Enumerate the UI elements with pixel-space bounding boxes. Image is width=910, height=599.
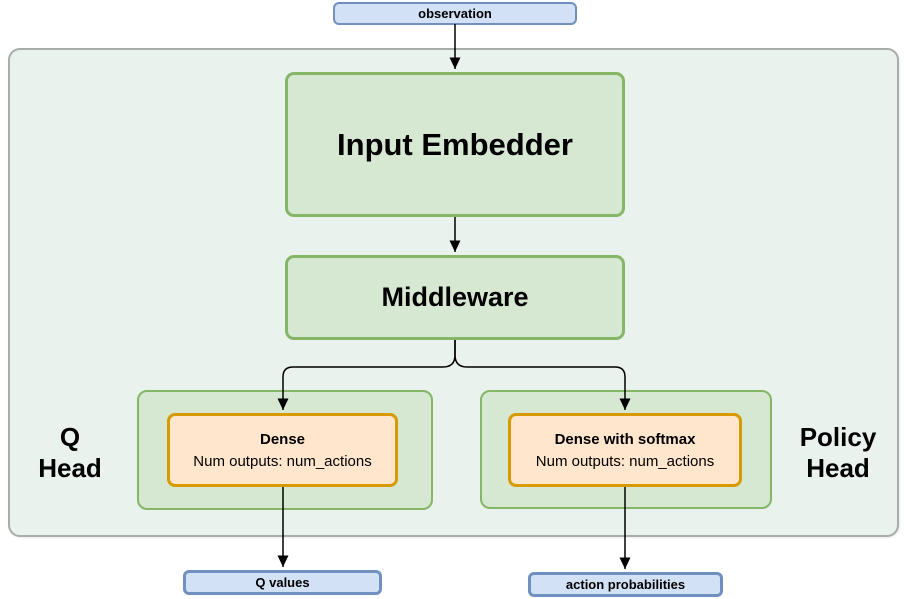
- node-policy-dense: Dense with softmax Num outputs: num_acti…: [508, 413, 742, 487]
- policy-head-label-line2: Head: [806, 453, 870, 483]
- policy-head-label: Policy Head: [778, 422, 898, 484]
- policy-dense-title: Dense with softmax: [554, 430, 696, 448]
- q-head-label-line1: Q: [59, 422, 81, 452]
- q-head-label-line2: Head: [38, 453, 102, 483]
- node-input-embedder: Input Embedder: [285, 72, 625, 217]
- node-q-dense: Dense Num outputs: num_actions: [167, 413, 398, 487]
- node-observation: observation: [333, 2, 577, 25]
- policy-head-label-line1: Policy: [799, 422, 877, 452]
- policy-dense-subtitle: Num outputs: num_actions: [535, 452, 715, 470]
- q-head-label: Q Head: [10, 422, 130, 484]
- q-dense-title: Dense: [259, 430, 306, 448]
- node-q-values: Q values: [183, 570, 382, 595]
- q-dense-subtitle: Num outputs: num_actions: [193, 452, 372, 470]
- node-action-probabilities: action probabilities: [528, 572, 723, 597]
- node-middleware: Middleware: [285, 255, 625, 340]
